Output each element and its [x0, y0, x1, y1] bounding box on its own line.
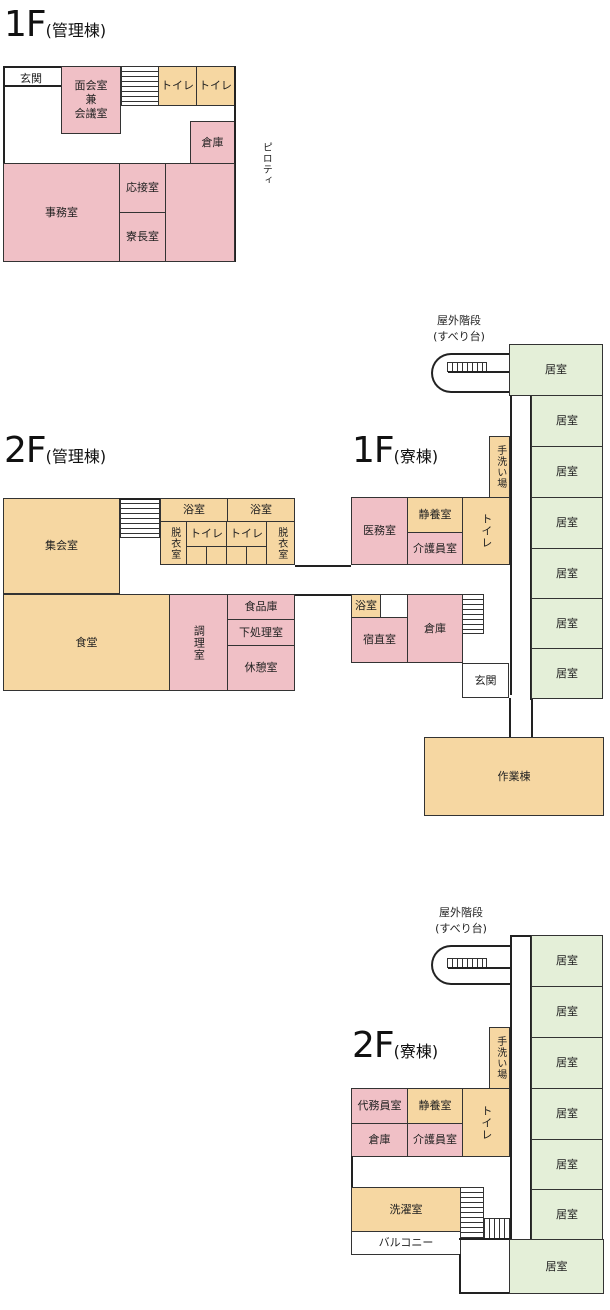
entrance-wall-side — [3, 85, 5, 165]
floor-title-dorm-2f: 2F(寮棟) — [352, 1025, 438, 1066]
outdoor-stairs-line2: (すべり台) — [435, 922, 487, 935]
room-bath-b: 浴室 — [227, 498, 295, 522]
room-bath-annex — [380, 594, 408, 618]
room-care-staff-2f: 介護員室 — [407, 1123, 463, 1157]
dorm-2f-room-7: 居室 — [509, 1239, 604, 1294]
room-bath-dorm: 浴室 — [351, 594, 381, 618]
outdoor-stairs-label-2: 屋外階段 (すべり台) — [430, 904, 492, 936]
dorm-2f-bottom-wall-left — [459, 1254, 461, 1294]
outdoor-stairs-label-1: 屋外階段 (すべり台) — [428, 312, 490, 344]
room-office-annex — [165, 163, 235, 262]
room-toilet-dorm-2f: トイレ — [462, 1088, 510, 1157]
room-storage: 倉庫 — [190, 121, 235, 164]
dorm-1f-room-7: 居室 — [531, 648, 603, 699]
room-assembly: 集会室 — [3, 498, 120, 594]
room-laundry: 洗濯室 — [351, 1187, 461, 1232]
dorm-1f-room-2: 居室 — [531, 395, 603, 447]
room-toilet-b-2f: トイレ — [226, 521, 267, 547]
room-prep: 下処理室 — [227, 619, 295, 646]
dorm-1f-room-1: 居室 — [509, 344, 603, 396]
stairs-dorm-1f — [462, 594, 484, 634]
dorm-2f-room-1: 居室 — [531, 935, 603, 987]
floor-title-admin-1f: 1F(管理棟) — [4, 4, 106, 45]
room-toilet-a: トイレ — [158, 66, 197, 106]
dorm-1f-room-5: 居室 — [531, 548, 603, 599]
dorm-1f-link-right — [531, 698, 533, 738]
room-food-storage: 食品庫 — [227, 594, 295, 620]
room-toilet-b: トイレ — [196, 66, 235, 106]
room-rest: 静養室 — [407, 497, 463, 533]
dorm-2f-left-wall — [351, 1156, 353, 1188]
floor-title-admin-2f: 2F(管理棟) — [4, 430, 106, 471]
corridor-wall-bottom — [295, 594, 351, 596]
slide-inner-2 — [448, 967, 511, 969]
room-changing-b: 脱衣室 — [266, 521, 295, 565]
room-reception: 応接室 — [119, 163, 166, 213]
room-break: 休憩室 — [227, 645, 295, 691]
outdoor-stairs-line1: 屋外階段 — [439, 906, 483, 919]
toilet-stall — [246, 546, 267, 565]
stairs-dorm-2f-b — [484, 1218, 510, 1240]
floor-number: 2F — [4, 430, 47, 471]
dorm-2f-room-2: 居室 — [531, 986, 603, 1038]
outdoor-stairs-line1: 屋外階段 — [437, 314, 481, 327]
stairs-dorm-2f-a — [460, 1187, 484, 1239]
dorm-2f-room-5: 居室 — [531, 1139, 603, 1190]
stairs-admin-1f — [121, 66, 159, 106]
room-night-duty: 宿直室 — [351, 617, 408, 663]
dorm-2f-room-6: 居室 — [531, 1189, 603, 1240]
entrance-wall — [3, 85, 61, 87]
floor-subtitle: (寮棟) — [393, 1042, 439, 1061]
outdoor-stairs-line2: (すべり台) — [433, 330, 485, 343]
room-rest-2f: 静養室 — [407, 1088, 463, 1124]
toilet-stall — [186, 546, 207, 565]
room-kitchen: 調理室 — [169, 594, 228, 691]
room-meeting: 面会室 兼 会議室 — [61, 66, 121, 134]
room-toilet-dorm-1f: トイレ — [462, 497, 510, 565]
building-work: 作業棟 — [424, 737, 604, 816]
room-toilet-a-2f: トイレ — [186, 521, 227, 547]
room-dining: 食堂 — [3, 594, 170, 691]
room-storage-dorm-1f: 倉庫 — [407, 594, 463, 663]
room-bath-a: 浴室 — [160, 498, 228, 522]
floor-subtitle: (管理棟) — [45, 447, 107, 466]
floor-number: 1F — [352, 430, 395, 471]
dorm-2f-landing — [459, 1238, 511, 1240]
floor-number: 1F — [4, 4, 47, 45]
area-balcony: バルコニー — [351, 1231, 461, 1255]
slide-stairs-1 — [431, 353, 511, 393]
dorm-2f-room-3: 居室 — [531, 1037, 603, 1089]
floor-title-dorm-1f: 1F(寮棟) — [352, 430, 438, 471]
dorm-1f-room-6: 居室 — [531, 598, 603, 649]
floor-subtitle: (寮棟) — [393, 447, 439, 466]
room-dorm-head: 寮長室 — [119, 212, 166, 262]
admin-1f-entrance-label: 玄関 — [20, 72, 42, 85]
toilet-stall — [206, 546, 227, 565]
room-deputy-staff: 代務員室 — [351, 1088, 408, 1124]
area-piloti: ピロティ — [235, 66, 295, 262]
area-handwash-1f: 手洗い場 — [489, 436, 510, 498]
dorm-2f-room-4: 居室 — [531, 1088, 603, 1140]
area-entrance-dorm: 玄関 — [462, 663, 509, 698]
dorm-2f-corridor-left — [510, 936, 512, 1241]
floor-number: 2F — [352, 1025, 395, 1066]
dorm-1f-room-4: 居室 — [531, 497, 603, 549]
room-office: 事務室 — [3, 163, 120, 262]
room-changing-a: 脱衣室 — [160, 521, 187, 565]
toilet-stall — [226, 546, 247, 565]
room-care-staff: 介護員室 — [407, 532, 463, 565]
corridor-wall-top — [295, 565, 351, 567]
dorm-1f-corridor-left — [510, 395, 512, 695]
dorm-1f-link-left — [509, 698, 511, 738]
slide-inner-1 — [448, 371, 511, 373]
dorm-2f-corridor-top — [510, 935, 532, 937]
floor-subtitle: (管理棟) — [45, 21, 107, 40]
room-storage-2f: 倉庫 — [351, 1123, 408, 1157]
room-medical: 医務室 — [351, 497, 408, 565]
area-handwash-2f: 手洗い場 — [489, 1027, 510, 1089]
dorm-1f-room-3: 居室 — [531, 446, 603, 498]
